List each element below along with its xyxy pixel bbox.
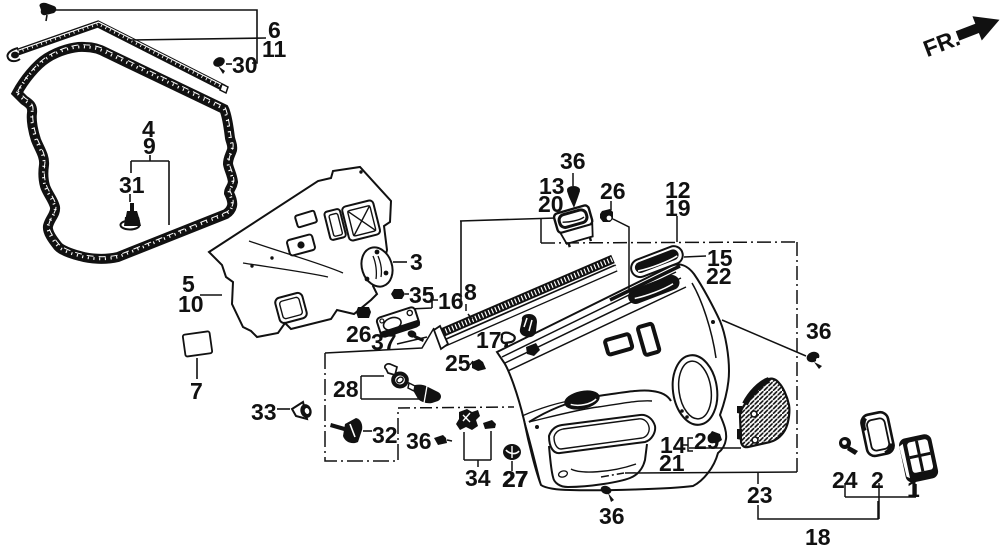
svg-text:7: 7	[190, 378, 203, 404]
svg-text:32: 32	[372, 422, 398, 448]
svg-text:5: 5	[182, 271, 195, 297]
svg-text:31: 31	[119, 172, 145, 198]
svg-text:21: 21	[659, 450, 685, 476]
svg-text:2: 2	[871, 467, 884, 493]
svg-text:36: 36	[560, 148, 586, 174]
svg-text:18: 18	[805, 524, 831, 550]
svg-text:13: 13	[539, 173, 565, 199]
svg-text:22: 22	[706, 263, 732, 289]
svg-text:3: 3	[410, 249, 423, 275]
svg-text:14: 14	[660, 432, 686, 458]
svg-text:30: 30	[232, 52, 258, 78]
svg-text:36: 36	[406, 428, 432, 454]
svg-text:36: 36	[599, 503, 625, 529]
svg-text:8: 8	[464, 279, 477, 305]
svg-text:19: 19	[665, 195, 691, 221]
svg-text:33: 33	[251, 399, 277, 425]
svg-text:36: 36	[806, 318, 832, 344]
svg-text:25: 25	[445, 350, 471, 376]
svg-text:6: 6	[268, 17, 281, 43]
svg-text:23: 23	[747, 482, 773, 508]
svg-text:15: 15	[707, 245, 733, 271]
svg-text:17: 17	[476, 327, 502, 353]
svg-text:35: 35	[409, 282, 435, 308]
svg-text:12: 12	[665, 177, 691, 203]
svg-text:20: 20	[538, 191, 564, 217]
svg-text:11: 11	[262, 36, 287, 62]
svg-text:9: 9	[143, 133, 156, 159]
svg-text:26: 26	[346, 321, 372, 347]
svg-text:26: 26	[600, 178, 626, 204]
svg-text:27: 27	[503, 466, 529, 492]
svg-text:1: 1	[907, 476, 920, 502]
svg-text:34: 34	[465, 465, 491, 491]
svg-text:27: 27	[502, 466, 528, 492]
svg-text:10: 10	[178, 291, 204, 317]
svg-text:4: 4	[142, 116, 155, 142]
svg-text:16: 16	[438, 288, 464, 314]
svg-text:28: 28	[333, 376, 359, 402]
